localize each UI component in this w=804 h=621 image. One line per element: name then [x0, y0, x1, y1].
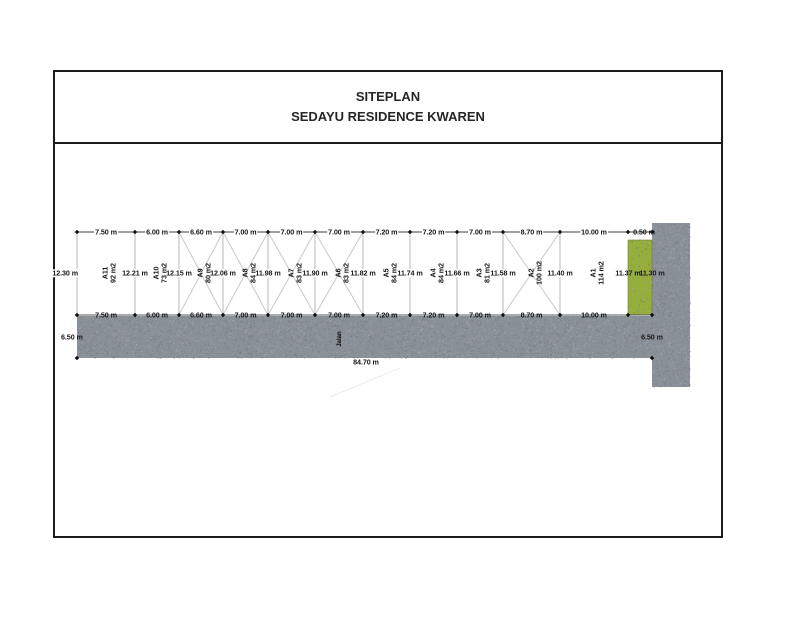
- road-right-height-dim: 6.50 m: [641, 332, 663, 342]
- plot-diagonal: [502, 231, 561, 316]
- plot-depth-dim: 12.15 m: [165, 268, 193, 278]
- top-width-dim: 7.00 m: [327, 227, 351, 237]
- plot-area: 83 m2: [341, 263, 350, 283]
- bottom-width-dim: 7.00 m: [234, 310, 257, 320]
- title-block: SITEPLAN SEDAYU RESIDENCE KWAREN: [55, 72, 721, 144]
- plot-depth-dim: 11.37 m: [615, 268, 641, 278]
- top-width-dim: 7.20 m: [421, 227, 446, 237]
- bottom-width-dim: 7.00 m: [469, 310, 491, 320]
- page-title: SITEPLAN: [355, 89, 421, 104]
- plot-depth-dim: 12.06 m: [209, 268, 237, 278]
- survey-point: [649, 355, 655, 361]
- green-plot: [627, 239, 653, 316]
- bottom-width-dim: 7.00 m: [328, 310, 350, 320]
- plot-diagonal: [178, 231, 224, 316]
- plot-depth-dim: 11.58 m: [489, 268, 517, 278]
- page-subtitle: SEDAYU RESIDENCE KWAREN: [291, 109, 485, 124]
- road-left-height-dim: 6.50 m: [61, 332, 83, 342]
- plot-diagonal: [222, 231, 269, 316]
- bottom-width-dim: 8.70 m: [520, 310, 543, 320]
- green-top-width-dim: 0.50 m: [633, 227, 655, 237]
- plot-area: 84 m2: [435, 263, 445, 283]
- plot-id: A4: [428, 268, 437, 278]
- bottom-width-dim: 7.20 m: [422, 310, 445, 320]
- plot-id: A2: [526, 268, 535, 278]
- plot-area: 80 m2: [203, 263, 212, 283]
- top-width-dim: 6.60 m: [189, 227, 213, 237]
- bottom-width-dim: 6.00 m: [146, 310, 168, 320]
- plot-area: 81 m2: [482, 263, 491, 283]
- top-width-dim: 6.00 m: [145, 227, 169, 237]
- side-road-texture: [652, 223, 691, 388]
- plot-id: A5: [381, 268, 390, 278]
- top-width-dim: 10.00 m: [580, 227, 608, 237]
- top-width-dim: 7.50 m: [94, 227, 118, 237]
- bottom-width-dim: 6.60 m: [190, 310, 212, 320]
- plot-id: A8: [240, 268, 249, 278]
- plot-depth-dim: 11.82 m: [349, 268, 377, 278]
- plot-depth-dim: 11.66 m: [443, 268, 471, 278]
- top-width-dim: 7.00 m: [233, 227, 258, 237]
- survey-point: [649, 312, 655, 318]
- road-name-label: Jalan: [337, 331, 343, 347]
- plot-diagonal: [314, 231, 364, 316]
- plot-depth-dim: 11.40 m: [546, 268, 574, 278]
- bottom-width-dim: 7.00 m: [280, 310, 303, 320]
- plot-area: 83 m2: [293, 263, 303, 283]
- survey-point: [360, 312, 366, 318]
- road-total-length-dim: 84.70 m: [353, 357, 379, 367]
- plot-area: 114 m2: [596, 261, 605, 285]
- plot-depth-dim: 11.98 m: [254, 268, 282, 278]
- plot-depth-dim: 11.90 m: [301, 268, 329, 278]
- siteplan-frame: SITEPLAN SEDAYU RESIDENCE KWAREN: [53, 70, 723, 538]
- top-width-dim: 7.00 m: [468, 227, 492, 237]
- bottom-width-dim: 7.50 m: [95, 310, 117, 320]
- top-width-dim: 7.20 m: [374, 227, 399, 237]
- plot-area: 73 m2: [159, 263, 168, 283]
- survey-point: [132, 312, 138, 318]
- survey-point: [500, 312, 506, 318]
- survey-point: [454, 312, 460, 318]
- plot-diagonal: [267, 231, 316, 316]
- survey-point: [176, 312, 182, 318]
- plot-depth-dim: 12.21 m: [121, 268, 149, 278]
- bottom-width-dim: 7.20 m: [375, 310, 398, 320]
- road-texture: [77, 316, 653, 360]
- plot-area: 84 m2: [247, 263, 257, 283]
- survey-point: [407, 312, 413, 318]
- plot-area: 84 m2: [388, 263, 398, 283]
- bottom-width-dim: 10.00 m: [581, 310, 607, 320]
- survey-point: [557, 312, 563, 318]
- plot-id: A7: [286, 268, 295, 278]
- survey-point: [625, 312, 631, 318]
- plot-depth-dim: 11.30 m: [639, 268, 665, 278]
- survey-point: [265, 312, 271, 318]
- plot-depth-dim: 12.30 m: [51, 268, 79, 278]
- green-plot-texture: [628, 240, 653, 316]
- survey-point: [220, 312, 226, 318]
- plot-depth-dim: 11.74 m: [396, 268, 424, 278]
- fold-mark: [329, 367, 401, 398]
- top-width-dim: 8.70 m: [519, 227, 544, 237]
- plot-area: 92 m2: [108, 263, 117, 283]
- plot-area: 100 m2: [533, 261, 543, 285]
- survey-point: [312, 312, 318, 318]
- top-width-dim: 7.00 m: [279, 227, 304, 237]
- survey-point: [74, 229, 80, 235]
